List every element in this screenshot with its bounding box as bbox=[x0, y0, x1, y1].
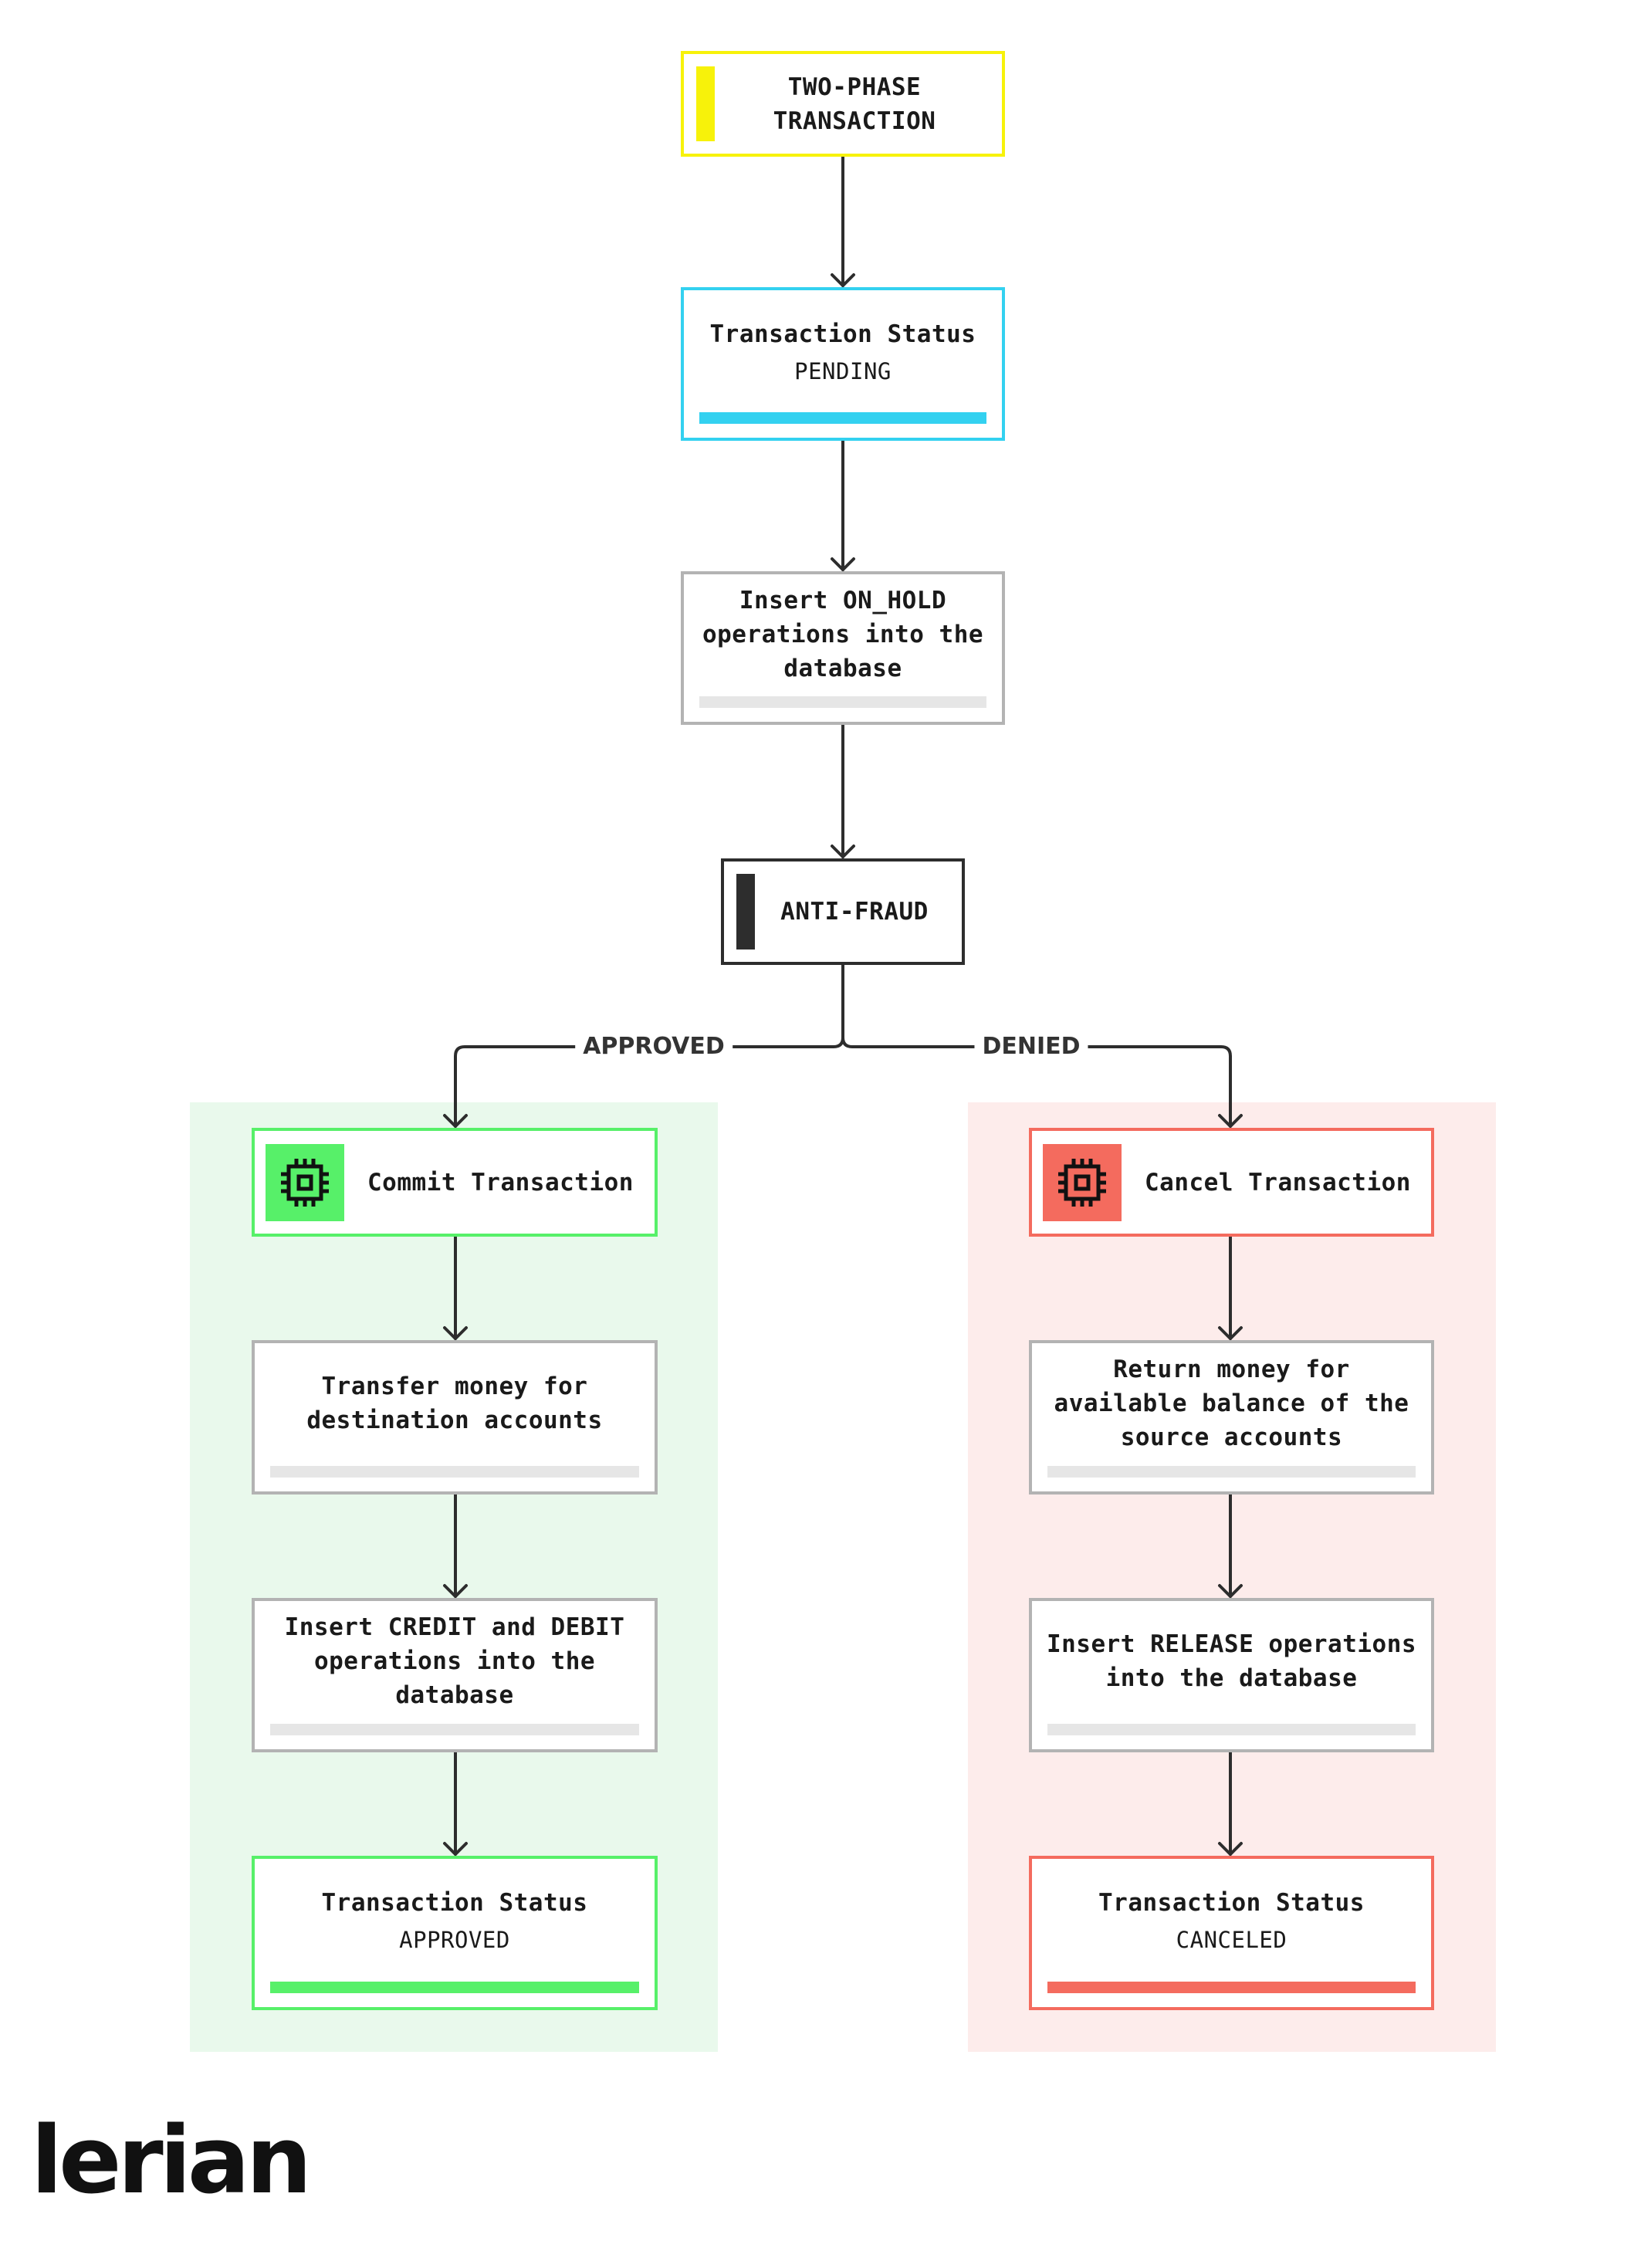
node-title: Insert CREDIT and DEBIT operations into … bbox=[284, 1613, 625, 1709]
progress-bar bbox=[1047, 1724, 1416, 1735]
node-title: Transfer money for destination accounts bbox=[306, 1373, 603, 1434]
progress-bar bbox=[1047, 1466, 1416, 1478]
progress-bar bbox=[270, 1724, 639, 1735]
return-money-node: Return money for available balance of th… bbox=[1029, 1340, 1434, 1495]
dark-tag-stripe bbox=[736, 874, 755, 950]
node-title: Transaction Status bbox=[321, 1889, 588, 1917]
node-title: Return money for available balance of th… bbox=[1054, 1356, 1409, 1451]
node-title: Transaction Status bbox=[709, 320, 976, 348]
cancel-transaction-node: Cancel Transaction bbox=[1029, 1128, 1434, 1237]
status-pending-node: Transaction Status PENDING bbox=[681, 287, 1005, 441]
status-canceled-node: Transaction Status CANCELED bbox=[1029, 1856, 1434, 2010]
node-title: Insert RELEASE operations into the datab… bbox=[1046, 1630, 1417, 1692]
commit-transaction-node: Commit Transaction bbox=[252, 1128, 658, 1237]
chip-icon bbox=[266, 1143, 344, 1221]
status-approved-node: Transaction Status APPROVED bbox=[252, 1856, 658, 2010]
node-title: TWO-PHASE TRANSACTION bbox=[773, 73, 936, 135]
progress-bar bbox=[270, 1466, 639, 1478]
lerian-logo: lerian bbox=[31, 2107, 312, 2215]
status-value: APPROVED bbox=[399, 1927, 510, 1953]
progress-bar bbox=[699, 696, 986, 708]
transfer-money-node: Transfer money for destination accounts bbox=[252, 1340, 658, 1495]
status-value: PENDING bbox=[794, 357, 892, 384]
insert-on-hold-node: Insert ON_HOLD operations into the datab… bbox=[681, 571, 1005, 725]
status-value: CANCELED bbox=[1176, 1927, 1287, 1953]
insert-credit-debit-node: Insert CREDIT and DEBIT operations into … bbox=[252, 1598, 658, 1752]
anti-fraud-node: ANTI-FRAUD bbox=[721, 858, 965, 965]
status-bar bbox=[699, 412, 986, 424]
node-title: Cancel Transaction bbox=[1145, 1168, 1411, 1197]
denied-branch-label: DENIED bbox=[974, 1033, 1088, 1061]
branch-denied-path bbox=[841, 1036, 1232, 1128]
chip-icon bbox=[1043, 1143, 1122, 1221]
status-bar bbox=[270, 1982, 639, 1993]
yellow-tag-stripe bbox=[696, 66, 715, 141]
insert-release-node: Insert RELEASE operations into the datab… bbox=[1029, 1598, 1434, 1752]
node-title: ANTI-FRAUD bbox=[780, 898, 929, 926]
approved-branch-label: APPROVED bbox=[575, 1033, 733, 1061]
status-bar bbox=[1047, 1982, 1416, 1993]
two-phase-transaction-node: TWO-PHASE TRANSACTION bbox=[681, 51, 1005, 157]
node-title: Transaction Status bbox=[1098, 1889, 1365, 1917]
node-title: Commit Transaction bbox=[367, 1168, 634, 1197]
node-title: Insert ON_HOLD operations into the datab… bbox=[702, 586, 984, 682]
